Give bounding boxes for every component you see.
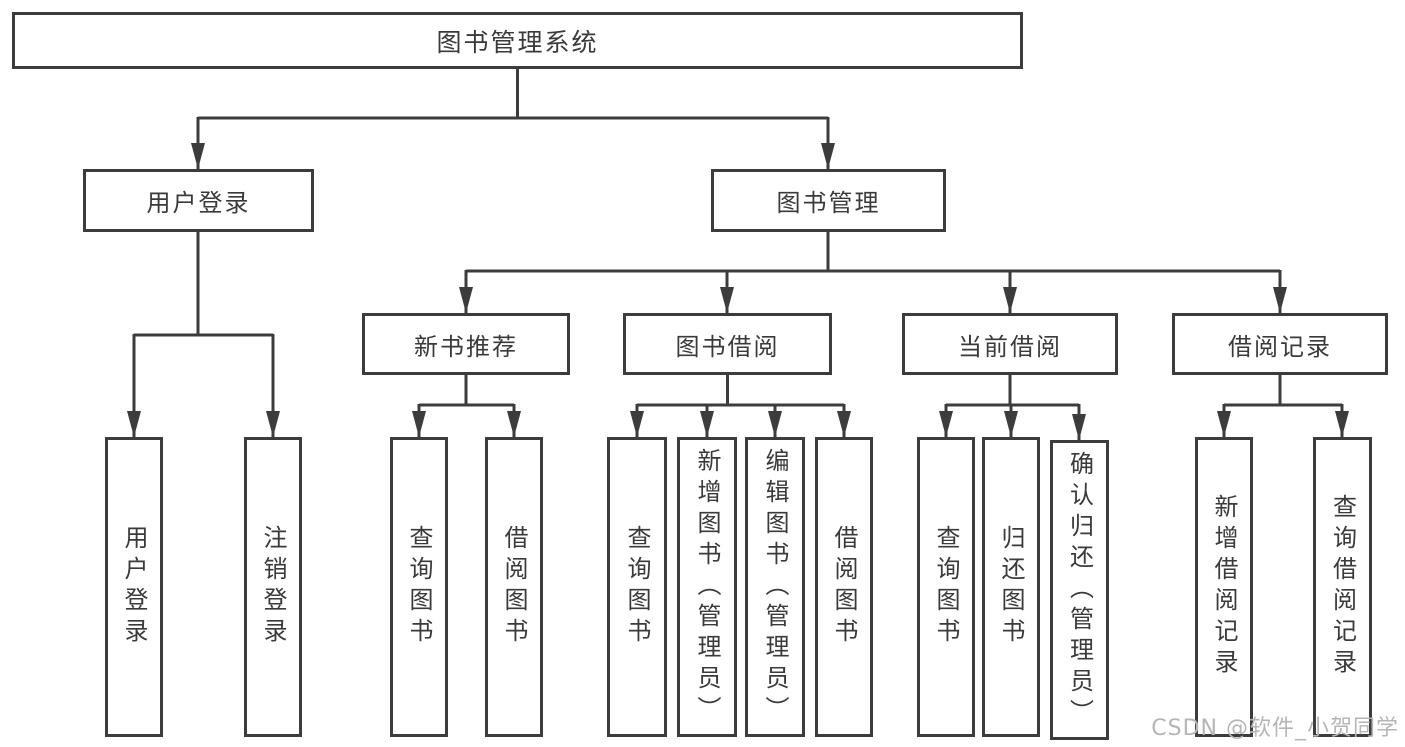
node-root: 图书管理系统 bbox=[12, 12, 1023, 69]
node-new-book-recommend: 新书推荐 bbox=[362, 313, 570, 375]
node-current-borrow: 当前借阅 bbox=[902, 313, 1118, 375]
connector-management-to-level3 bbox=[459, 231, 1287, 313]
connector-root-to-level2 bbox=[191, 68, 835, 169]
node-borrow-records: 借阅记录 bbox=[1172, 313, 1388, 375]
connector-recommend-to-leaves bbox=[412, 374, 521, 437]
node-edit-book-admin: 编辑图书（管理员） bbox=[745, 437, 805, 737]
node-user-login: 用户登录 bbox=[105, 437, 163, 737]
node-book-borrow: 图书借阅 bbox=[623, 313, 832, 375]
node-return-book: 归还图书 bbox=[982, 437, 1040, 737]
node-query-books-borrow: 查询图书 bbox=[607, 437, 667, 737]
node-confirm-return-admin: 确认归还（管理员） bbox=[1050, 440, 1109, 740]
node-book-management-branch: 图书管理 bbox=[711, 169, 946, 232]
node-borrow-books-recommend: 借阅图书 bbox=[485, 437, 543, 737]
node-logout: 注销登录 bbox=[244, 437, 302, 737]
node-user-login-branch: 用户登录 bbox=[83, 169, 314, 232]
watermark: CSDN @软件_小贺同学 bbox=[1151, 716, 1399, 741]
node-borrow-books: 借阅图书 bbox=[815, 437, 873, 737]
connector-login-to-leaves bbox=[127, 231, 280, 437]
node-query-borrow-record: 查询借阅记录 bbox=[1313, 437, 1372, 737]
node-add-borrow-record: 新增借阅记录 bbox=[1195, 437, 1253, 737]
node-add-book-admin: 新增图书（管理员） bbox=[677, 437, 737, 737]
node-query-books-current: 查询图书 bbox=[917, 437, 975, 737]
connector-current-to-leaves bbox=[939, 374, 1086, 440]
connector-borrow-to-leaves bbox=[630, 374, 851, 437]
node-query-books-recommend: 查询图书 bbox=[390, 437, 448, 737]
connector-records-to-leaves bbox=[1217, 374, 1349, 437]
